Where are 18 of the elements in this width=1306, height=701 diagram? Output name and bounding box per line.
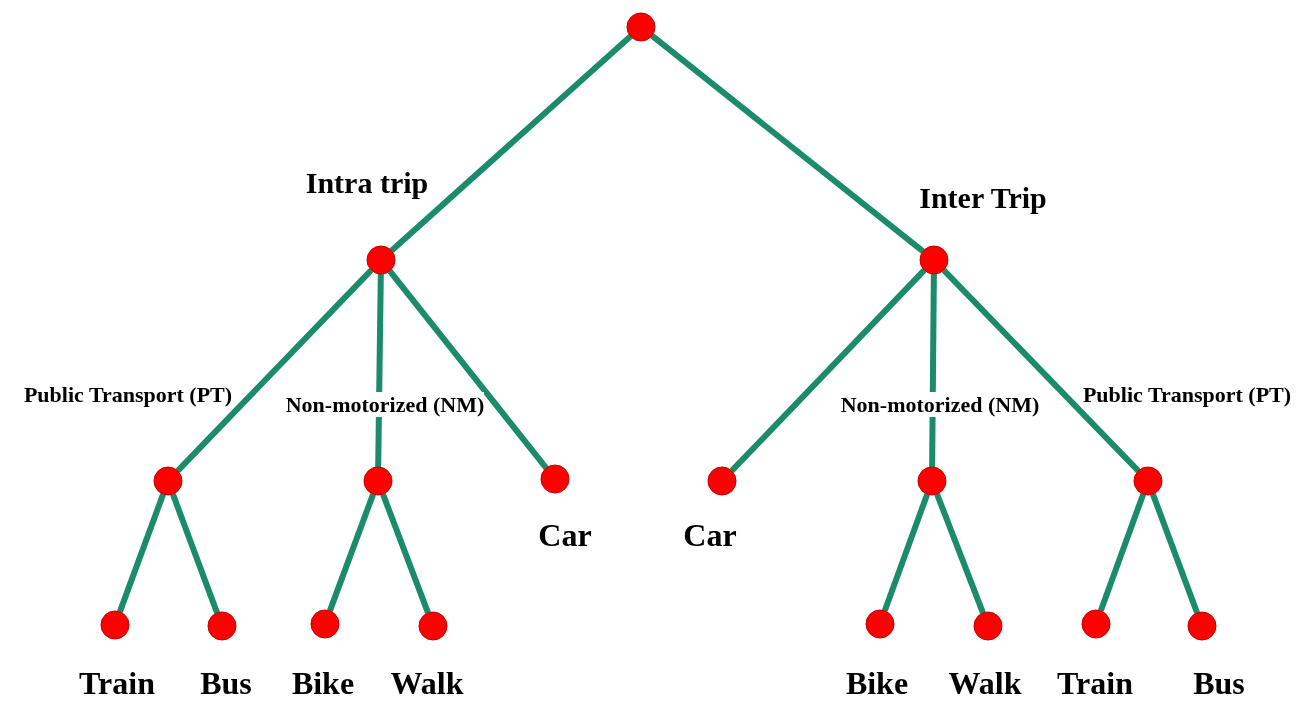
connector-line (941, 267, 1141, 474)
connector-line (170, 493, 220, 614)
connector-line (1097, 493, 1147, 612)
connector-line (375, 273, 384, 468)
connector-line (729, 268, 927, 473)
connector-line (117, 493, 166, 613)
connector-line (380, 493, 431, 614)
connector-line (389, 34, 633, 253)
node-label: Non-motorized (NM) (840, 392, 1040, 417)
connector-line (881, 493, 931, 612)
connector-line (929, 273, 937, 468)
node-label: Non-motorized (NM) (285, 392, 485, 417)
connector-line (650, 33, 925, 254)
connector-line (327, 493, 376, 612)
connector-line (387, 269, 549, 470)
connector-line (175, 268, 374, 473)
connector-line (934, 492, 986, 615)
connector-line (1150, 493, 1200, 614)
